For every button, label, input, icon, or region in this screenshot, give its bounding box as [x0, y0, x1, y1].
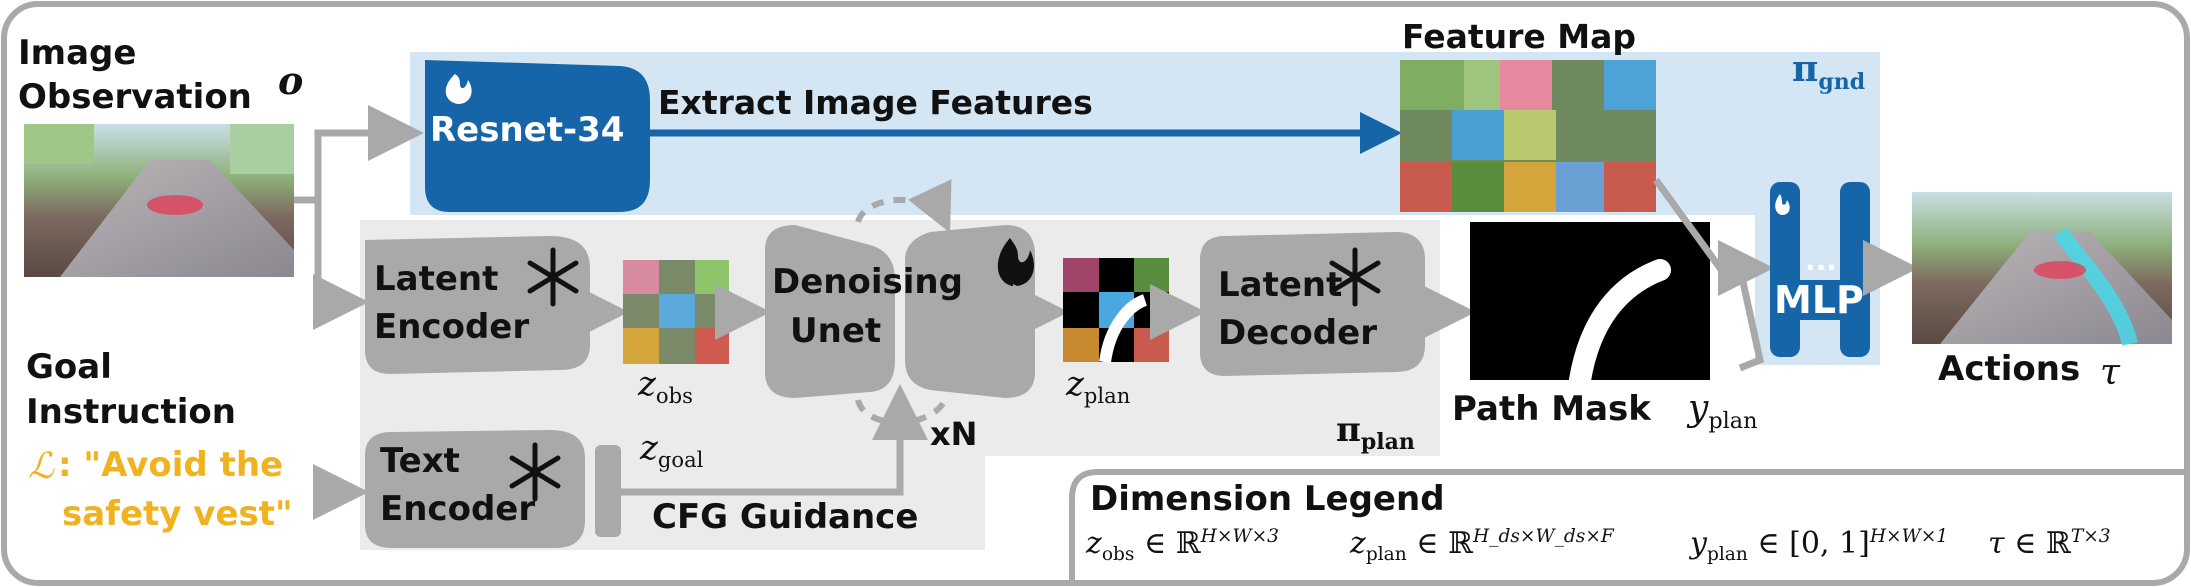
extract-features-label: Extract Image Features [658, 83, 1093, 122]
legend-box [1069, 469, 2187, 583]
mlp-label: MLP [1774, 278, 1864, 322]
repeat-label: xN [930, 415, 978, 453]
denoising-label-1: Denoising [772, 262, 963, 302]
text-encoder-snowflake-icon [509, 442, 561, 502]
text-encoder-label-1: Text [380, 441, 460, 481]
resnet-label: Resnet-34 [430, 110, 625, 150]
zplan-grid [1063, 258, 1169, 363]
resnet-block [425, 60, 650, 212]
legend-item-yplan: yplan ∈ [0, 1]H×W×1 [1690, 526, 1949, 565]
latent-encoder-block [365, 236, 590, 374]
zgoal-label: zgoal [640, 428, 704, 472]
path-mask-image [1470, 222, 1710, 391]
goal-text-line1: : "Avoid the [58, 445, 284, 485]
observation-image [24, 124, 294, 277]
actions-image [1912, 192, 2172, 347]
mlp-block [1770, 182, 1870, 357]
zobs-grid [623, 260, 729, 364]
zgoal-bar [595, 445, 621, 537]
goal-title-line2: Instruction [26, 392, 236, 432]
denoising-label-2: Unet [790, 311, 882, 351]
path-mask-label: Path Mask [1452, 389, 1651, 429]
feature-map-label: Feature Map [1402, 17, 1636, 56]
legend-item-zobs: zobs ∈ ℝH×W×3 [1086, 526, 1279, 565]
legend-item-zplan: zplan ∈ ℝH_ds×W_ds×F [1350, 526, 1614, 565]
pi-gnd-label: πgnd [1792, 48, 1866, 96]
unet-loop-top [855, 179, 952, 233]
unet-left-block [765, 225, 895, 398]
text-encoder-label-2: Encoder [380, 489, 536, 529]
cfg-guidance-label: CFG Guidance [652, 497, 919, 537]
input-symbol: o [278, 58, 304, 103]
feature-map-grid [1400, 60, 1656, 212]
latent-decoder-label-1: Latent [1218, 265, 1343, 305]
zplan-label: zplan [1066, 364, 1131, 408]
obs-arrow-to-encoder [313, 200, 369, 330]
pi-plan-label: πplan [1336, 410, 1415, 455]
zobs-label: zobs [638, 364, 693, 408]
mlp-dots: ... [1805, 244, 1837, 277]
legend-title: Dimension Legend [1090, 479, 1445, 519]
actions-symbol: τ [2100, 352, 2120, 393]
featmap-to-mlp-arrow [1653, 177, 1774, 296]
cfg-guidance-arrow [621, 384, 928, 496]
goal-symbol: ℒ [28, 446, 54, 487]
latent-encoder-label-2: Encoder [374, 307, 530, 347]
goal-title-line1: Goal [26, 347, 112, 387]
decoder-snowflake-icon [1329, 247, 1381, 307]
mask-to-mlp-arrow [1736, 267, 1765, 372]
latent-decoder-label-2: Decoder [1218, 313, 1377, 353]
yplan-label: yplan [1688, 388, 1758, 435]
latent-encoder-label-1: Latent [374, 259, 499, 299]
legend-item-tau: τ ∈ ℝT×3 [1988, 526, 2111, 561]
actions-label: Actions [1938, 349, 2081, 389]
resnet-flame-icon [445, 74, 472, 104]
input-title-line2: Observation [18, 77, 252, 117]
obs-arrow-to-resnet [294, 105, 424, 204]
snowflake-icon [527, 247, 579, 307]
goal-text-line2: safety vest" [62, 494, 293, 534]
unet-flame-icon [997, 238, 1034, 287]
text-encoder-block [365, 430, 585, 548]
input-title-line1: Image [18, 33, 137, 73]
